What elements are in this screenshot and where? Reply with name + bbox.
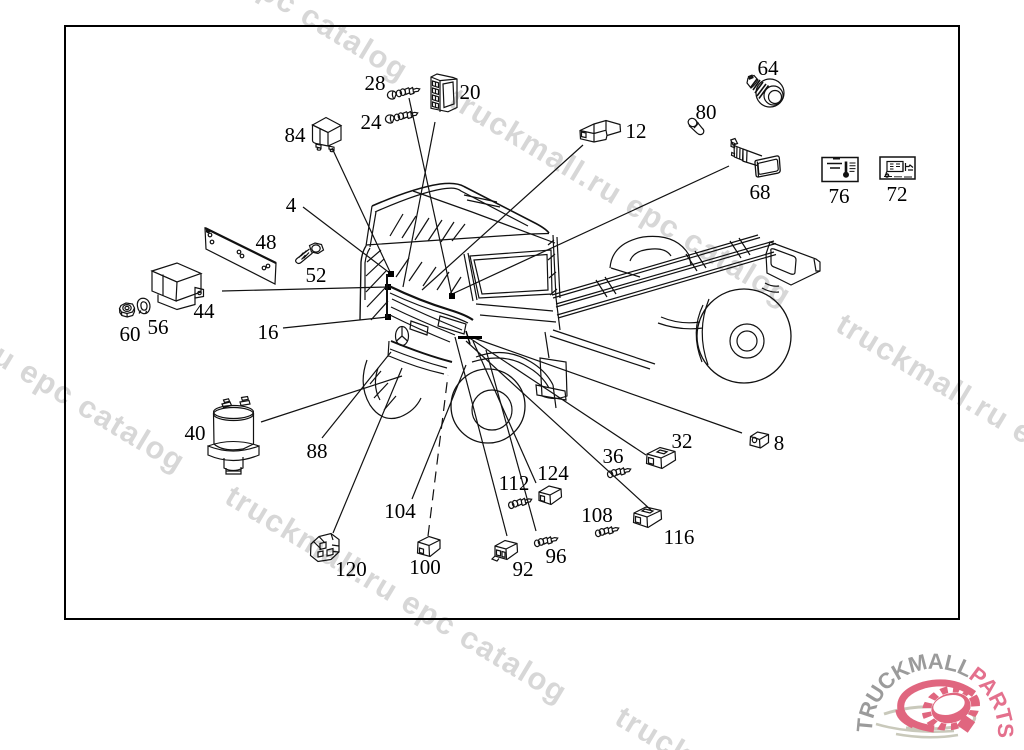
svg-text:28: 28 [365, 71, 386, 95]
svg-text:4: 4 [286, 193, 297, 217]
svg-text:truckmall.ru epc catalog: truckmall.ru epc catalog [60, 0, 415, 88]
svg-text:48: 48 [256, 230, 277, 254]
svg-text:24: 24 [361, 110, 383, 134]
svg-text:96: 96 [546, 544, 567, 568]
svg-text:120: 120 [335, 557, 367, 581]
svg-text:84: 84 [285, 123, 307, 147]
svg-text:16: 16 [258, 320, 279, 344]
svg-text:64: 64 [758, 56, 780, 80]
svg-text:76: 76 [829, 184, 850, 208]
svg-text:truckmall.ru epc catalog: truckmall.ru epc catalog [830, 306, 1024, 538]
svg-text:20: 20 [460, 80, 481, 104]
svg-text:100: 100 [409, 555, 441, 579]
svg-text:116: 116 [664, 525, 695, 549]
svg-text:112: 112 [499, 471, 530, 495]
svg-text:52: 52 [306, 263, 327, 287]
svg-text:44: 44 [194, 299, 216, 323]
svg-text:32: 32 [672, 429, 693, 453]
svg-text:108: 108 [581, 503, 613, 527]
svg-text:40: 40 [185, 421, 206, 445]
svg-text:60: 60 [120, 322, 141, 346]
svg-text:124: 124 [537, 461, 569, 485]
svg-text:92: 92 [513, 557, 534, 581]
svg-text:104: 104 [384, 499, 416, 523]
svg-text:36: 36 [603, 444, 624, 468]
svg-text:12: 12 [626, 119, 647, 143]
svg-text:68: 68 [750, 180, 771, 204]
svg-text:72: 72 [887, 182, 908, 206]
svg-text:80: 80 [696, 100, 717, 124]
svg-text:88: 88 [307, 439, 328, 463]
svg-text:56: 56 [148, 315, 169, 339]
svg-text:8: 8 [774, 431, 785, 455]
